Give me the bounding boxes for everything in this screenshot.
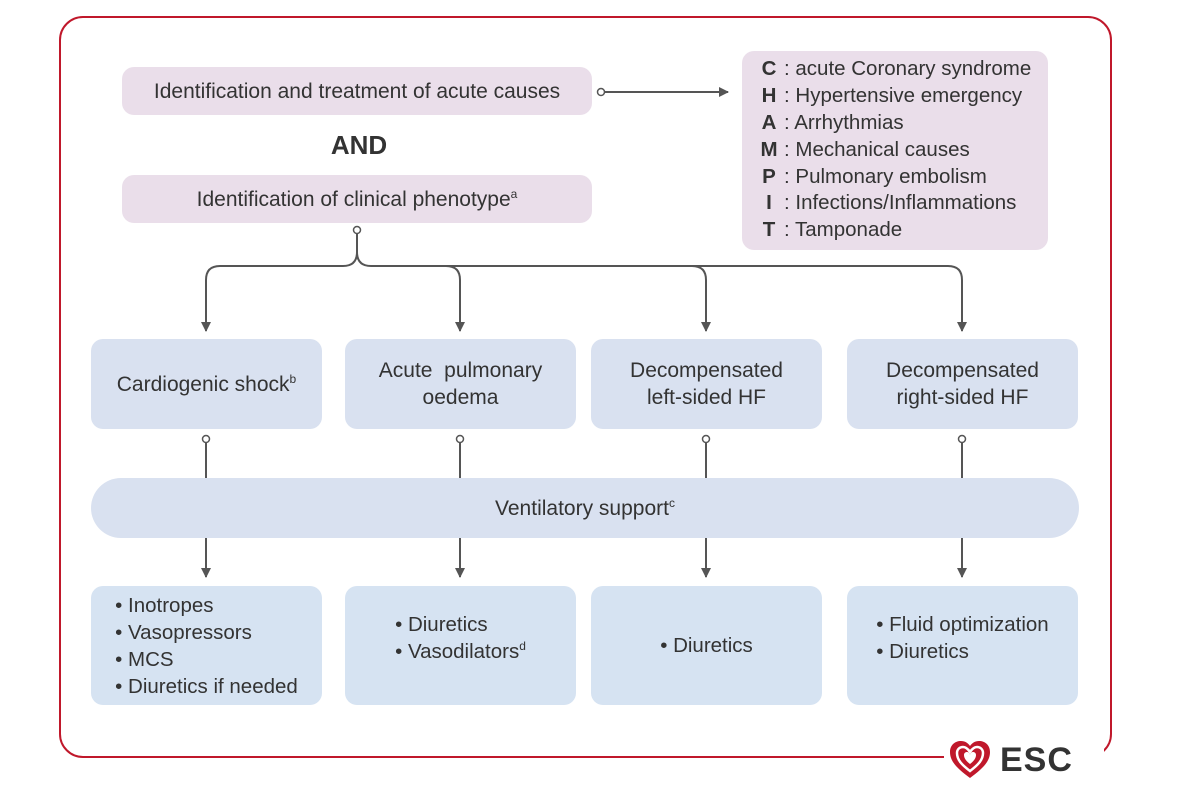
footnote-d: d (519, 638, 526, 653)
champit-text: : Mechanical causes (784, 137, 970, 161)
champit-letter: T (762, 218, 776, 242)
ventilatory-support-bar: Ventilatory supportc (91, 478, 1079, 538)
champit-letter: C (761, 57, 777, 81)
champit-row: C : acute Coronary syndrome (758, 56, 1048, 83)
heart-logo-icon (950, 741, 990, 778)
champit-text: : Arrhythmias (784, 110, 904, 134)
footnote-a: a (510, 186, 518, 201)
left-hf-connector-dot (701, 434, 711, 444)
treatment-item: Inotropes (115, 592, 298, 619)
champit-letter: H (761, 84, 777, 108)
phenotype-label-line2: right-sided HF (896, 386, 1029, 409)
phenotype-left-sided-hf: Decompensated left-sided HF (591, 339, 822, 429)
champit-box: C : acute Coronary syndrome H : Hyperten… (742, 51, 1048, 250)
champit-row: A : Arrhythmias (758, 110, 1048, 137)
treatment-left-sided-hf: Diuretics (591, 586, 822, 705)
champit-row: M : Mechanical causes (758, 136, 1048, 163)
champit-text: : Infections/Inflammations (784, 191, 1017, 215)
phenotype-label-line2: left-sided HF (646, 386, 767, 409)
champit-letter: M (760, 137, 778, 161)
treatment-list: Diuretics Vasodilatorsd (395, 611, 526, 665)
footnote-b: b (289, 371, 297, 386)
branch-to-pulmonary-oedema (356, 251, 465, 332)
treatment-item: Diuretics (876, 638, 1048, 665)
phenotype-label-line2: oedema (422, 386, 499, 409)
champit-row: I : Infections/Inflammations (758, 190, 1048, 217)
phenotype-label-line1: Acute pulmonary (378, 359, 543, 382)
champit-row: P : Pulmonary embolism (758, 163, 1048, 190)
acute-causes-box: Identification and treatment of acute ca… (122, 67, 592, 115)
phenotype-connector-dot (352, 225, 362, 235)
diagram-frame (59, 16, 1112, 758)
phenotype-label: Identification of clinical phenotypea (196, 186, 518, 211)
champit-row: H : Hypertensive emergency (758, 83, 1048, 110)
treatment-list: Inotropes Vasopressors MCS Diuretics if … (115, 592, 298, 700)
footnote-c: c (668, 495, 675, 510)
treatment-item: Vasopressors (115, 619, 298, 646)
treatment-acute-pulmonary-oedema: Diuretics Vasodilatorsd (345, 586, 576, 705)
phenotype-right-sided-hf: Decompensated right-sided HF (847, 339, 1078, 429)
ventilatory-label: Ventilatory supportc (495, 495, 675, 520)
esc-logo: ESC (948, 737, 1088, 783)
champit-text: : Pulmonary embolism (784, 164, 987, 188)
branch-to-right-sided-hf (692, 265, 967, 332)
shock-connector-dot (201, 434, 211, 444)
champit-letter: P (762, 164, 776, 188)
right-hf-connector-dot (957, 434, 967, 444)
phenotype-label-line1: Decompensated (886, 359, 1039, 382)
esc-logo-text: ESC (1000, 740, 1073, 779)
branch-to-cardiogenic-shock (201, 230, 358, 332)
phenotype-cardiogenic-shock: Cardiogenic shockb (91, 339, 322, 429)
treatment-cardiogenic-shock: Inotropes Vasopressors MCS Diuretics if … (91, 586, 322, 705)
oedema-connector-dot (455, 434, 465, 444)
and-label: AND (330, 130, 388, 160)
treatment-right-sided-hf: Fluid optimization Diuretics (847, 586, 1078, 705)
champit-row: T : Tamponade (758, 217, 1048, 244)
treatment-list: Diuretics (660, 632, 753, 659)
phenotype-label-line1: Decompensated (630, 359, 783, 382)
treatment-item: Diuretics if needed (115, 673, 298, 700)
treatment-item: Fluid optimization (876, 611, 1049, 638)
phenotype-label: Cardiogenic shockb (116, 371, 297, 396)
champit-text: : acute Coronary syndrome (784, 57, 1032, 81)
champit-letter: A (761, 110, 777, 134)
phenotype-box: Identification of clinical phenotypea (122, 175, 592, 223)
acute-causes-connector-dot (596, 87, 606, 97)
treatment-item: Diuretics (395, 611, 526, 638)
phenotype-acute-pulmonary-oedema: Acute pulmonary oedema (345, 339, 576, 429)
champit-text: : Hypertensive emergency (784, 84, 1023, 108)
treatment-item: MCS (115, 646, 298, 673)
branch-to-left-sided-hf (446, 265, 711, 332)
acute-causes-label: Identification and treatment of acute ca… (153, 79, 561, 103)
treatment-item: Diuretics (660, 632, 753, 659)
treatment-list: Fluid optimization Diuretics (876, 611, 1049, 665)
treatment-item: Vasodilatorsd (395, 638, 526, 665)
champit-letter: I (766, 191, 772, 215)
champit-text: : Tamponade (784, 218, 903, 242)
